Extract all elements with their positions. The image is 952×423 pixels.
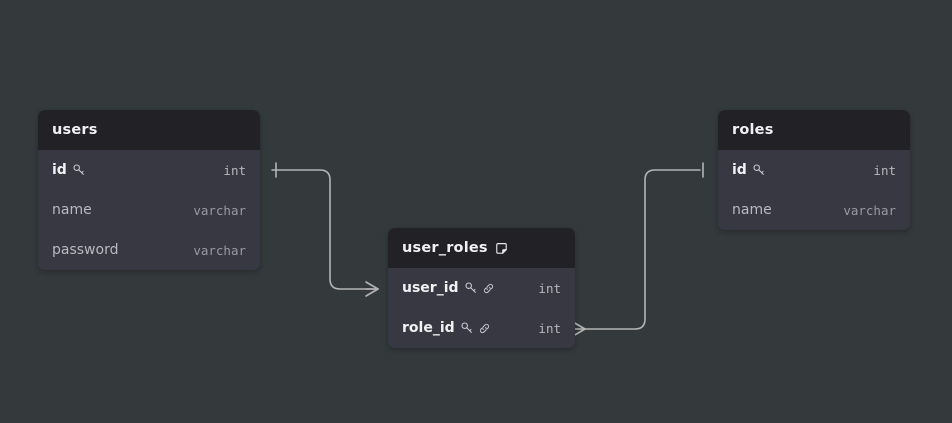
column-left-group: name — [52, 202, 92, 218]
column-type-label: varchar — [193, 242, 246, 258]
column-row-roles-id[interactable]: id int — [718, 150, 910, 190]
table-header-users[interactable]: users — [38, 110, 260, 150]
column-name-label: name — [732, 202, 772, 218]
column-type-label: int — [223, 162, 246, 178]
column-left-group: id — [732, 162, 766, 178]
column-row-roles-name[interactable]: name varchar — [718, 190, 910, 230]
column-left-group: name — [732, 202, 772, 218]
column-row-user_roles-user_id[interactable]: user_id — [388, 268, 575, 308]
column-left-group: id — [52, 162, 86, 178]
column-name-label: id — [732, 162, 747, 178]
table-body-roles: id int name — [718, 150, 910, 230]
column-name-label: role_id — [402, 320, 455, 336]
key-icon — [460, 321, 474, 335]
column-type-label: varchar — [843, 202, 896, 218]
column-left-group: role_id — [402, 320, 491, 336]
column-left-group: user_id — [402, 280, 495, 296]
table-header-roles[interactable]: roles — [718, 110, 910, 150]
column-icons — [460, 321, 491, 335]
key-icon — [752, 163, 766, 177]
edge-users-user_roles — [271, 162, 379, 297]
column-row-users-id[interactable]: id int — [38, 150, 260, 190]
table-header-user_roles[interactable]: user_roles — [388, 228, 575, 268]
column-name-label: id — [52, 162, 67, 178]
link-icon — [478, 322, 491, 335]
table-node-users[interactable]: users id int — [38, 110, 260, 270]
column-left-group: password — [52, 242, 118, 258]
column-type-label: varchar — [193, 202, 246, 218]
edge-user_roles-roles — [572, 162, 704, 337]
column-name-label: name — [52, 202, 92, 218]
column-type-label: int — [538, 280, 561, 296]
table-body-users: id int name — [38, 150, 260, 270]
column-name-label: password — [52, 242, 119, 258]
table-body-user_roles: user_id — [388, 268, 575, 348]
column-row-users-password[interactable]: password varchar — [38, 230, 260, 270]
key-icon — [464, 281, 478, 295]
table-title-roles: roles — [732, 122, 774, 138]
key-icon — [72, 163, 86, 177]
note-icon — [495, 242, 508, 255]
link-icon — [482, 282, 495, 295]
column-row-users-name[interactable]: name varchar — [38, 190, 260, 230]
column-icons — [464, 281, 495, 295]
column-type-label: int — [538, 320, 561, 336]
column-icons — [752, 163, 766, 177]
table-title-user_roles: user_roles — [402, 240, 488, 256]
table-node-roles[interactable]: roles id int — [718, 110, 910, 230]
column-name-label: user_id — [402, 280, 459, 296]
table-node-user_roles[interactable]: user_roles user_id — [388, 228, 575, 348]
table-title-users: users — [52, 122, 98, 138]
column-icons — [72, 163, 86, 177]
column-row-user_roles-role_id[interactable]: role_id — [388, 308, 575, 348]
column-type-label: int — [873, 162, 896, 178]
